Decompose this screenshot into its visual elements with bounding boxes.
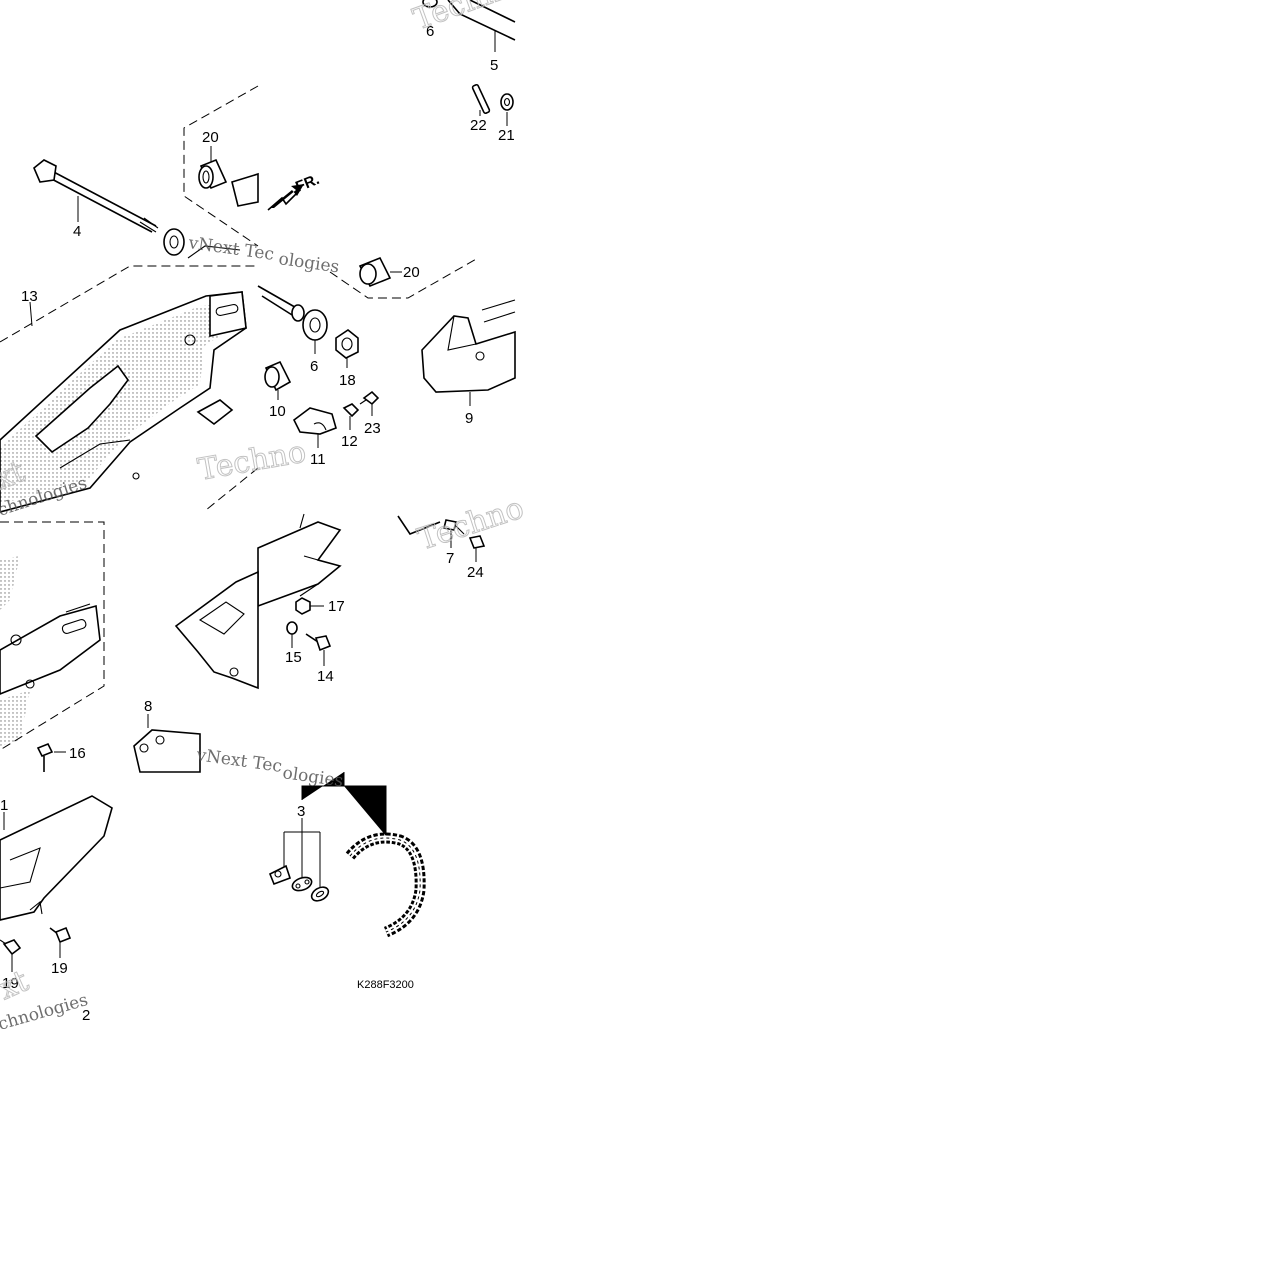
swingarm-end-view: [0, 603, 101, 695]
callout-19b: 19: [51, 960, 68, 977]
callout-8: 8: [144, 698, 152, 715]
callout-2: 2: [82, 1007, 90, 1024]
callout-20b: 20: [403, 264, 420, 281]
guard-8: [133, 729, 201, 773]
direction-arrow: [267, 184, 304, 211]
tile-bottom-center: [268, 772, 426, 938]
tile-middle-center: [257, 256, 516, 448]
nut-12: [342, 403, 360, 418]
tile-bottom-left: [0, 795, 113, 972]
chain-case-1: [0, 795, 113, 921]
adjuster-plate-9: [421, 299, 516, 393]
watermark-6: Techno: [414, 491, 528, 558]
tile-center: [257, 513, 486, 666]
bushing-20b: [358, 256, 392, 288]
callout-3: 3: [297, 803, 305, 820]
watermark-10: xt: [0, 964, 34, 1008]
nut-18: [335, 329, 359, 359]
callout-10: 10: [269, 403, 286, 420]
watermark-3: ologies: [277, 249, 340, 277]
tile-middle-left: [0, 265, 259, 513]
callout-7: 7: [446, 550, 454, 567]
tile-left-center: [0, 521, 259, 773]
tile-top-left: FR.: [33, 85, 322, 259]
drive-chain: [345, 832, 426, 938]
watermark-5: ologies: [281, 763, 344, 791]
swingarm-13: [0, 291, 247, 513]
chain-slider: [257, 521, 342, 608]
callout-23: 23: [364, 420, 381, 437]
nut-17: [295, 597, 311, 615]
watermark-9: Techno: [195, 434, 308, 487]
washer-15: [286, 621, 298, 635]
callout-6a: 6: [426, 23, 434, 40]
watermarks: Techno vNext Tec ologies vNext Tec ologi…: [0, 0, 529, 1035]
callout-5: 5: [490, 57, 498, 74]
master-link-3: [268, 864, 330, 902]
callout-1: 1: [0, 797, 8, 814]
collar-10: [264, 360, 292, 392]
callout-22: 22: [470, 117, 487, 134]
callout-11: 11: [310, 451, 326, 468]
callout-6b: 6: [310, 358, 318, 375]
bolt-23: [362, 390, 380, 406]
bushing-20: [198, 158, 228, 190]
bolt-19a: [0, 939, 22, 956]
washer-21: [500, 93, 514, 111]
pivot-bolt-4: [33, 159, 159, 233]
bolt-16: [36, 742, 54, 772]
tile-top-right: [422, 0, 516, 126]
callout-19a: 19: [2, 975, 19, 992]
callout-12: 12: [341, 433, 358, 450]
callout-14: 14: [317, 668, 334, 685]
callout-4: 4: [73, 223, 81, 240]
direction-label: FR.: [293, 171, 322, 196]
bolt-19b: [49, 926, 72, 944]
callout-17: 17: [328, 598, 345, 615]
callout-labels: 6 5 22 21 20 4 20 13 6 18 10 23 12 11 9 …: [0, 23, 515, 1024]
callout-18: 18: [339, 372, 356, 389]
clamp-11: [292, 407, 337, 435]
callout-16: 16: [69, 745, 86, 762]
callout-9: 9: [465, 410, 473, 427]
bolt-14: [305, 633, 332, 652]
washer-6: [302, 309, 328, 341]
watermark-2: vNext Tec: [186, 233, 275, 265]
callout-24: 24: [467, 564, 484, 581]
callout-13: 13: [21, 288, 38, 305]
callout-20a: 20: [202, 129, 219, 146]
callout-21: 21: [498, 127, 515, 144]
chain-guide-plate: [174, 570, 259, 690]
drawing-code: K288F3200: [357, 979, 414, 991]
cotter-pin-22: [471, 83, 491, 115]
watermark-1: Techno: [409, 0, 523, 38]
callout-15: 15: [285, 649, 302, 666]
watermark-4: vNext Tec: [194, 745, 283, 777]
